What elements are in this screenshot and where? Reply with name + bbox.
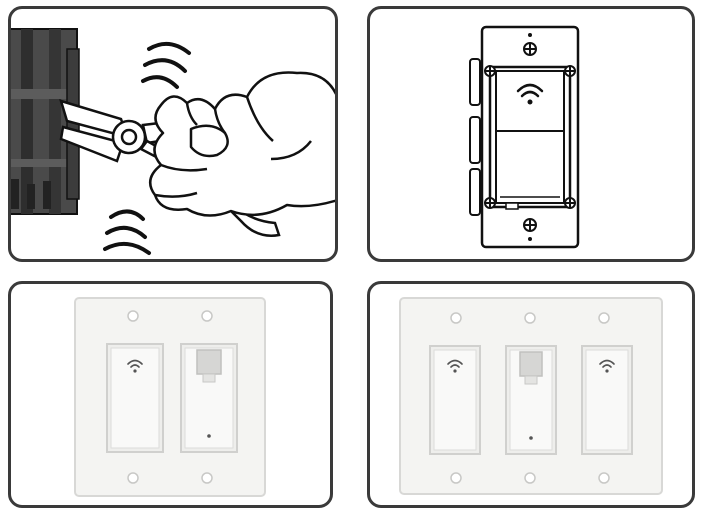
- screw-icons: [484, 42, 576, 232]
- switch-paddle: [495, 70, 565, 204]
- standard-switch-middle: [505, 345, 557, 455]
- wifi-icon: [447, 359, 463, 373]
- panel-two-gang-plate: [8, 281, 333, 508]
- motion-lines-top: [141, 41, 191, 89]
- pliers-hand-icon: [11, 28, 335, 255]
- motion-lines-bottom: [103, 209, 151, 255]
- wifi-icon: [516, 83, 544, 105]
- wifi-switch-left: [106, 343, 164, 453]
- wifi-switch-left: [429, 345, 481, 455]
- switch-icon: [469, 25, 580, 249]
- two-gang-plate-icon: [74, 297, 266, 497]
- standard-switch-right: [180, 343, 238, 453]
- panel-three-gang-plate: [367, 281, 695, 508]
- wifi-icon: [599, 359, 615, 373]
- panel-break-off-tabs: [8, 6, 338, 262]
- side-tabs: [469, 58, 481, 216]
- hand: [148, 71, 335, 217]
- panel-mounted-switch: [367, 6, 695, 262]
- wifi-icon: [127, 359, 143, 373]
- wifi-switch-right: [581, 345, 633, 455]
- three-gang-plate-icon: [399, 297, 663, 495]
